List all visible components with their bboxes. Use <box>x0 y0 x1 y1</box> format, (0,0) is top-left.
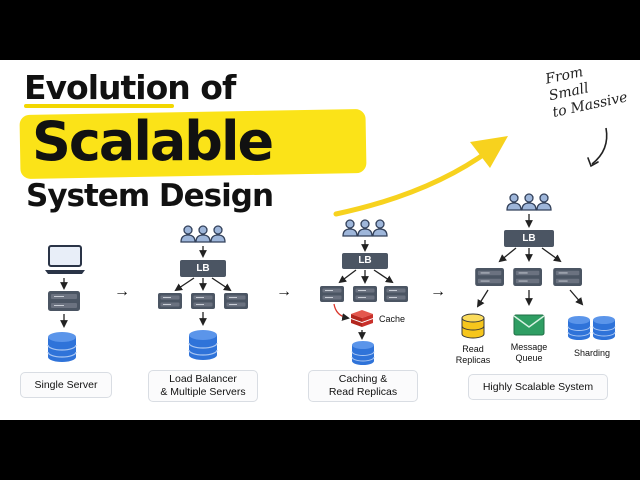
infographic: Evolution of Scalable System Design From… <box>0 60 640 420</box>
label-line: Read <box>462 344 484 354</box>
envelope-icon <box>513 314 545 336</box>
cache-icon <box>351 310 373 327</box>
server-icon <box>474 267 505 287</box>
title-line-3: System Design <box>26 178 274 214</box>
caption-text: Caching & <box>338 373 388 385</box>
caption-stage-2: Load Balancer & Multiple Servers <box>148 370 258 402</box>
database-icon <box>592 315 616 341</box>
label-line: Message <box>510 342 548 352</box>
stage-1-arrows <box>60 278 68 328</box>
caption-stage-3: Caching & Read Replicas <box>308 370 418 402</box>
title-line-1: Evolution of <box>24 68 236 107</box>
caption-text: Load Balancer <box>169 373 237 385</box>
growth-arrow-icon <box>333 136 508 217</box>
label-line: Sharding <box>573 348 611 358</box>
caption-text: Read Replicas <box>328 386 398 398</box>
caption-text: Single Server <box>34 378 98 391</box>
load-balancer-icon: LB <box>504 230 554 247</box>
arrow-right-icon: → <box>114 283 130 300</box>
curved-arrow-icon <box>587 127 608 168</box>
component-label-read-replicas: Read Replicas <box>452 344 494 366</box>
stage-2-arrows <box>174 246 232 326</box>
component-label-message-queue: Message Queue <box>508 342 550 364</box>
arrow-right-icon: → <box>276 283 292 300</box>
arrow-right-icon: → <box>430 283 446 300</box>
title-line-2: Scalable <box>32 110 274 173</box>
label-line: Queue <box>515 353 543 363</box>
database-icon <box>567 315 591 341</box>
load-balancer-icon: LB <box>342 253 388 269</box>
caption-text: Highly Scalable System <box>482 380 594 393</box>
title-underline <box>24 104 174 108</box>
stage-3-arrows <box>333 240 394 340</box>
caption-text: & Multiple Servers <box>160 386 246 398</box>
server-icon <box>552 267 583 287</box>
read-replica-icon <box>461 313 485 339</box>
stage-4-arrows <box>476 214 584 308</box>
server-icon <box>512 267 543 287</box>
caption-stage-1: Single Server <box>20 372 112 398</box>
caption-stage-4: Highly Scalable System <box>468 374 608 400</box>
cache-label: Cache <box>379 314 406 324</box>
load-balancer-icon: LB <box>180 260 226 277</box>
laptop-icon <box>45 245 85 274</box>
component-label-sharding: Sharding <box>566 348 618 359</box>
label-line: Replicas <box>455 355 491 365</box>
